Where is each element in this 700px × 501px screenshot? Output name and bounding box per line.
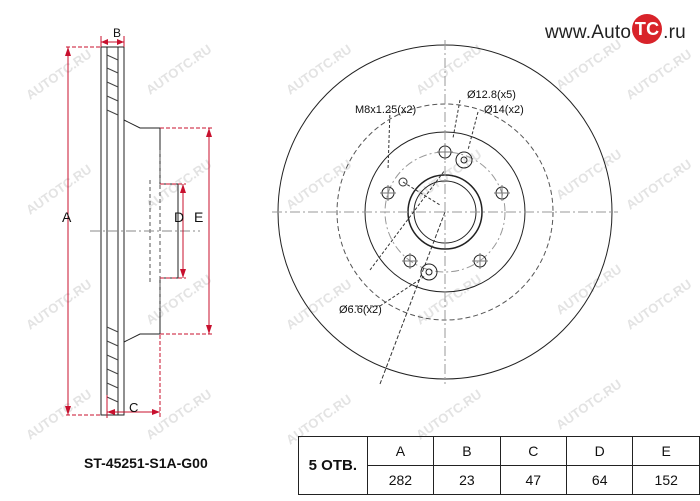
watermark: AUTOTC.RU (23, 386, 94, 442)
brand-prefix: www.Auto (545, 22, 632, 43)
section-leader (379, 211, 446, 385)
spec-header-c: C (499, 436, 568, 466)
watermark: AUTOTC.RU (553, 261, 624, 317)
watermark: AUTOTC.RU (413, 146, 484, 202)
dim-label-a: A (62, 209, 72, 225)
watermark: AUTOTC.RU (283, 41, 354, 97)
spec-value-c: 47 (499, 465, 568, 495)
watermark: AUTOTC.RU (143, 41, 214, 97)
brand-logo[interactable]: www.Auto TC .ru (545, 14, 686, 48)
spec-header-a: A (366, 436, 435, 466)
watermark: AUTOTC.RU (623, 276, 694, 332)
callout-leaders (350, 99, 479, 307)
brand-tc-icon: TC (632, 14, 663, 44)
watermark: AUTOTC.RU (143, 271, 214, 327)
dim-label-c: C (129, 400, 138, 415)
dim-b-arrows (101, 39, 124, 45)
side-view (90, 46, 200, 416)
thread-callout: M8x1.25(x2) (355, 104, 416, 116)
spec-table: 5 ОТВ. A B C D E 282 23 47 64 152 (298, 436, 700, 495)
brand-suffix: .ru (663, 22, 686, 43)
watermark: AUTOTC.RU (23, 46, 94, 102)
watermark: AUTOTC.RU (143, 386, 214, 442)
watermark: AUTOTC.RU (623, 46, 694, 102)
counterbore-hole-inner (460, 156, 468, 164)
dim-label-e: E (194, 209, 203, 225)
dim-label-b: B (113, 26, 121, 40)
holes-count-cell: 5 ОТВ. (298, 436, 368, 495)
holes-large-callout: Ø12.8(x5) (467, 89, 516, 101)
part-number: ST-45251-S1A-G00 (84, 455, 208, 471)
holes-14-callout: Ø14(x2) (484, 104, 524, 116)
front-view (272, 40, 618, 385)
outer-friction-plate (100, 46, 108, 416)
counterbore-hole (455, 151, 473, 169)
spec-value-b: 23 (433, 465, 501, 495)
watermark: AUTOTC.RU (553, 146, 624, 202)
spec-value-d: 64 (565, 465, 634, 495)
counterbore-hole-inner (425, 268, 433, 276)
spec-value-a: 282 (366, 465, 435, 495)
cooling-vanes (106, 54, 119, 403)
spec-value-row: 282 23 47 64 152 (299, 465, 700, 495)
dim-label-d: D (174, 209, 184, 225)
watermark: AUTOTC.RU (623, 156, 694, 212)
watermark: AUTOTC.RU (413, 386, 484, 442)
watermark: AUTOTC.RU (283, 156, 354, 212)
hub-hat-outline (123, 119, 179, 343)
spec-header-row: 5 ОТВ. A B C D E (298, 436, 700, 495)
watermark: AUTOTC.RU (23, 276, 94, 332)
spec-header-e: E (632, 436, 700, 466)
thread-hole (398, 177, 408, 187)
watermark: AUTOTC.RU (553, 376, 624, 432)
spec-header-d: D (565, 436, 634, 466)
side-dimensions (65, 36, 212, 418)
counterbore-hole (420, 263, 438, 281)
watermark: AUTOTC.RU (413, 271, 484, 327)
stud-hole-crosshairs (380, 144, 510, 269)
watermark: AUTOTC.RU (23, 161, 94, 217)
holes-small-callout: Ø6.6(x2) (339, 304, 382, 316)
spec-value-e: 152 (632, 465, 700, 495)
spec-header-b: B (433, 436, 501, 466)
